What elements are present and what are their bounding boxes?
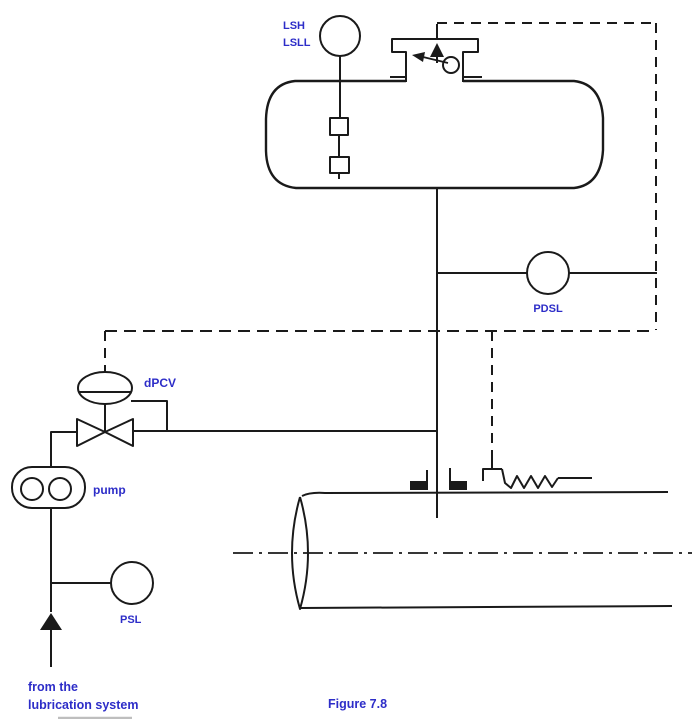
mechanical-seal: [410, 468, 592, 490]
labels: LSH LSLL PDSL dPCV pump PSL from the lub…: [28, 20, 563, 712]
pdsl-instrument: [437, 251, 657, 295]
shaft: [233, 491, 692, 610]
figure-caption: Figure 7.8: [328, 697, 387, 711]
pipe-pump-to-valve: [50, 431, 77, 467]
shaft-bottom-line: [299, 605, 673, 609]
pump-casing: [11, 466, 86, 509]
nozzle-hat-outline: [391, 38, 479, 82]
pdsl-instrument-bubble: [526, 251, 570, 295]
seal-spring-icon: [501, 468, 559, 489]
seal-bracket: [482, 468, 502, 481]
label-lsh: LSH: [283, 20, 305, 32]
label-lsll: LSLL: [283, 37, 311, 49]
label-pdsl: PDSL: [533, 303, 563, 315]
seal-pot-vessel: [264, 79, 605, 190]
vessel-top-nozzle-regulator: [390, 24, 482, 82]
signal-lines: [104, 22, 657, 468]
level-displacer-bottom: [329, 156, 350, 174]
pump-rotor-right: [48, 477, 72, 501]
label-psl: PSL: [120, 614, 142, 626]
nozzle-ball-icon: [442, 56, 460, 74]
pump-rotor-left: [20, 477, 44, 501]
left-arrow-icon: [412, 52, 425, 62]
flow-arrow-icon: [40, 613, 62, 630]
seal-gland-left: [410, 481, 428, 490]
label-source-line2: lubrication system: [28, 698, 138, 712]
shaft-end-lens: [291, 496, 309, 610]
psl-instrument-bubble: [110, 561, 154, 605]
level-switch-instrument: [319, 15, 361, 179]
seal-gland-right: [449, 481, 467, 490]
dpcv-control-valve: [76, 371, 168, 447]
level-displacer-top: [329, 117, 349, 136]
vessel-outline: [264, 79, 605, 190]
label-pump: pump: [93, 483, 126, 497]
pump-symbol: [11, 466, 86, 509]
dpcv-actuator-icon: [77, 371, 133, 405]
lube-oil-piping: [40, 430, 437, 667]
dpcv-actuator-link-line: [131, 400, 168, 430]
shaft-top-line: [301, 491, 669, 497]
label-dpcv: dPCV: [144, 376, 176, 390]
up-arrow-icon: [430, 43, 444, 57]
label-source-line1: from the: [28, 680, 78, 694]
lsh-lsll-instrument-bubble: [319, 15, 361, 57]
